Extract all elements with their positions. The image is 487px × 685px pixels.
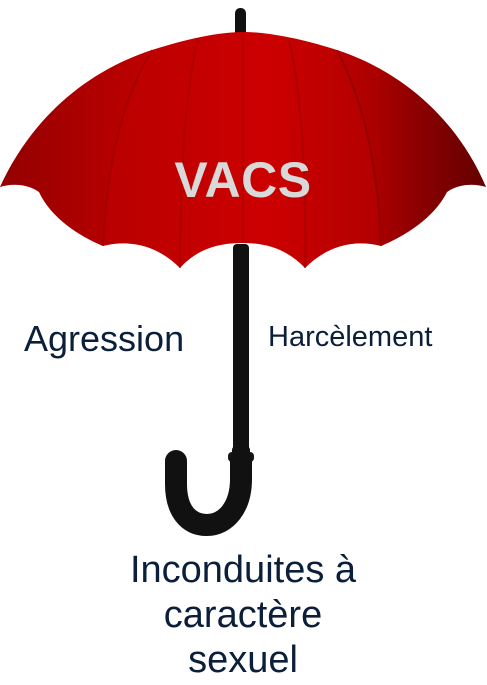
bottom-label-line-3: sexuel [188,638,298,681]
bottom-label-line-1: Inconduites à [129,549,357,591]
right-label: Harcèlement [268,321,433,353]
center-label: VACS [174,152,312,208]
bottom-label: Inconduites à caractère sexuel [90,548,396,682]
left-label: Agression [24,318,185,359]
bottom-label-line-2: caractère [163,593,323,636]
